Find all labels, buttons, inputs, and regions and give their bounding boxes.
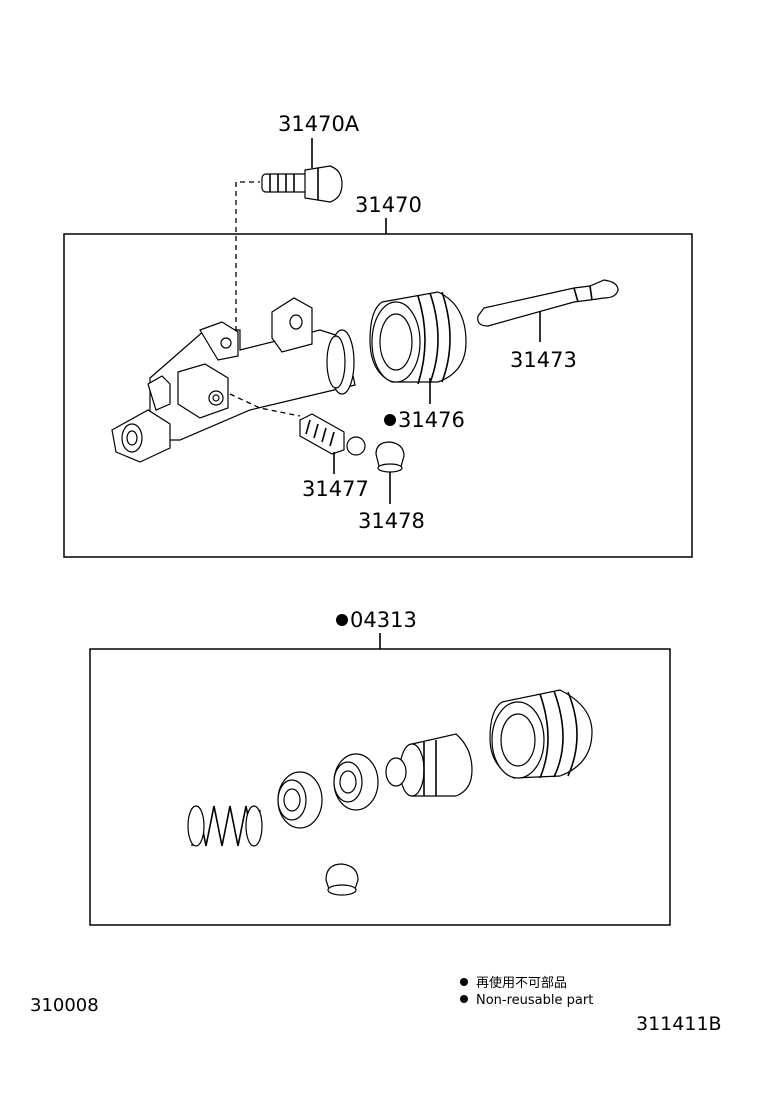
label-31476: 31476 xyxy=(398,408,465,432)
bleeder-plug-31477-icon xyxy=(299,413,366,456)
cap-kit-icon xyxy=(325,863,359,896)
non-reusable-mark-31476 xyxy=(384,414,396,426)
label-31477: 31477 xyxy=(302,477,369,501)
cylinder-body-icon xyxy=(111,297,356,463)
bleeder-dashed-guide xyxy=(229,393,301,417)
cap-31478-icon xyxy=(375,441,405,473)
cup-seal-1-icon xyxy=(277,771,323,829)
label-31470: 31470 xyxy=(355,193,422,217)
bolt-31470A-icon xyxy=(261,165,343,203)
cup-seal-2-icon xyxy=(333,753,379,811)
label-31473: 31473 xyxy=(510,348,577,372)
label-31470A: 31470A xyxy=(278,112,360,136)
legend-bullet-en xyxy=(460,995,468,1003)
label-31478: 31478 xyxy=(358,509,425,533)
boot-kit-icon xyxy=(489,689,593,779)
non-reusable-mark-04313 xyxy=(336,614,348,626)
bolt-dashed-guide xyxy=(235,181,260,340)
legend-bullet-jp xyxy=(460,978,468,986)
cylinder-assembly-box xyxy=(63,233,693,558)
legend-text-en: Non-reusable part xyxy=(476,993,593,1008)
push-rod-31473-icon xyxy=(477,279,619,327)
piston-icon xyxy=(385,733,473,797)
repair-kit-box xyxy=(89,648,671,926)
legend-text-jp: 再使用不可部品 xyxy=(476,975,567,991)
boot-31476-icon xyxy=(369,291,467,385)
label-04313: 04313 xyxy=(350,608,417,632)
spring-icon xyxy=(187,805,263,847)
code-left: 310008 xyxy=(30,995,99,1016)
code-right: 311411B xyxy=(636,1013,722,1035)
